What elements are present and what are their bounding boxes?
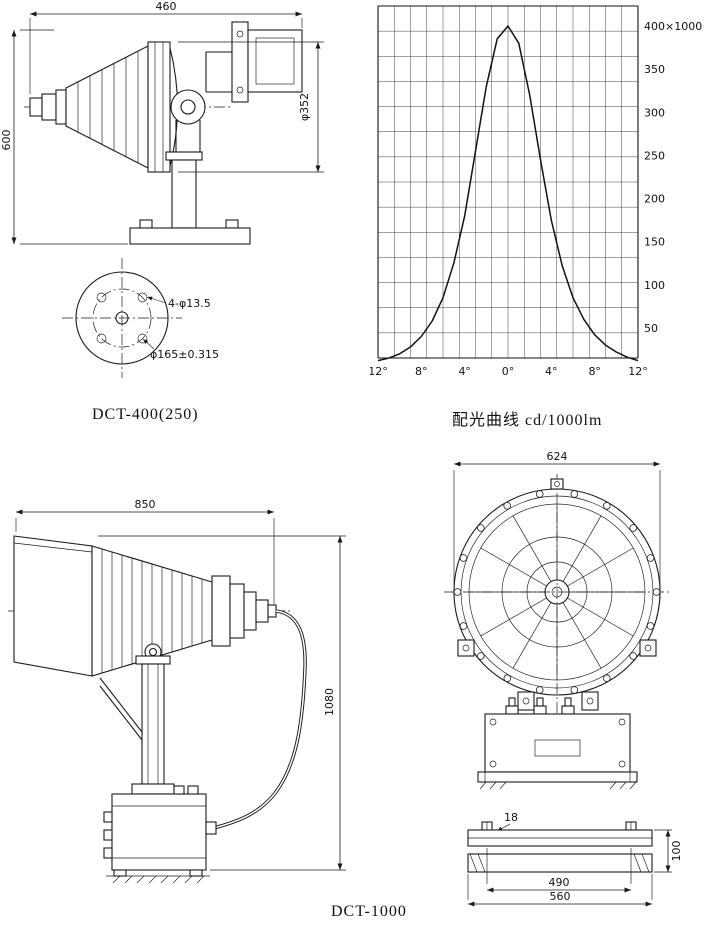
svg-text:150: 150 <box>644 236 665 249</box>
dim-850-label: 850 <box>135 498 156 511</box>
dim-bolt-circle-label: φ165±0.315 <box>150 348 219 361</box>
dct1000-lamp-body <box>13 535 277 677</box>
dct1000-dim-front-diameter: 624 <box>453 450 661 585</box>
svg-text:350: 350 <box>644 63 665 76</box>
chart-x-axis-labels: 12° 8° 4° 0° 4° 8° 12° <box>370 365 648 378</box>
dct400-bottom-view: 4-φ13.5 φ165±0.315 <box>62 258 219 378</box>
dct400-dim-height: 600 <box>0 29 128 245</box>
dct1000-dim-height: 1080 <box>98 535 346 871</box>
dct1000-front-fittings <box>457 478 657 711</box>
guard-cage-spokes <box>469 504 645 680</box>
dct1000-junction-box-front <box>477 697 638 790</box>
chart-curve <box>377 25 639 362</box>
dim-624-label: 624 <box>547 450 568 463</box>
svg-text:50: 50 <box>644 322 658 335</box>
caption-dct400: DCT-400(250) <box>92 406 199 423</box>
light-distribution-chart: 400×1000 350 300 250 200 150 100 50 12° 8° 4° 0° 4°… <box>370 5 702 378</box>
dim-mount-holes-label: 4-φ13.5 <box>168 297 211 310</box>
svg-text:8°: 8° <box>415 365 428 378</box>
dct1000-supply-cable <box>213 609 307 830</box>
dim-phi352-label: φ352 <box>298 93 311 121</box>
svg-text:0°: 0° <box>502 365 515 378</box>
svg-text:200: 200 <box>644 193 665 206</box>
dim-1080-label: 1080 <box>323 688 336 716</box>
dct400-dim-width: 460 <box>29 0 303 94</box>
dim-600-label: 600 <box>0 130 13 151</box>
dct400-side-view-drawing: 460 600 <box>0 0 324 378</box>
caption-chart: 配光曲线 cd/1000lm <box>452 412 603 429</box>
dim-100-label: 100 <box>670 841 683 862</box>
dim-490-label: 490 <box>549 876 570 889</box>
dct1000-side-view-drawing: 850 1080 <box>8 498 346 884</box>
dct1000-arm-and-junction-box <box>99 643 217 884</box>
dct1000-dim-width: 850 <box>15 498 275 604</box>
dct1000-dim-base-height: 100 <box>654 829 683 873</box>
dct1000-dim-hole-spacing: 490 <box>486 848 632 893</box>
svg-text:100: 100 <box>644 279 665 292</box>
svg-text:300: 300 <box>644 106 665 119</box>
dct400-yoke-and-base <box>129 89 251 245</box>
svg-text:400×1000: 400×1000 <box>644 20 702 33</box>
svg-text:12°: 12° <box>628 365 648 378</box>
dct1000-base-plates: 18 <box>467 811 653 873</box>
svg-text:4°: 4° <box>545 365 558 378</box>
svg-text:250: 250 <box>644 149 665 162</box>
dct400-lamp-body <box>29 41 178 173</box>
svg-text:12°: 12° <box>370 365 388 378</box>
rim-bolt-ring <box>453 490 661 694</box>
svg-text:8°: 8° <box>588 365 601 378</box>
dim-560-label: 560 <box>550 890 571 903</box>
chart-y-axis-labels: 400×1000 350 300 250 200 150 100 50 <box>644 20 702 335</box>
dct1000-dim-base-width: 560 <box>467 874 653 907</box>
dct1000-front-view-drawing: 624 <box>444 450 683 907</box>
caption-dct1000: DCT-1000 <box>331 903 407 920</box>
chart-grid <box>377 5 639 359</box>
dim-460-label: 460 <box>156 0 177 13</box>
dct400-mounting-plate <box>205 21 303 103</box>
svg-text:4°: 4° <box>458 365 471 378</box>
dim-18-label: 18 <box>504 811 518 824</box>
dct400-dim-lens-diameter: φ352 <box>178 41 324 173</box>
